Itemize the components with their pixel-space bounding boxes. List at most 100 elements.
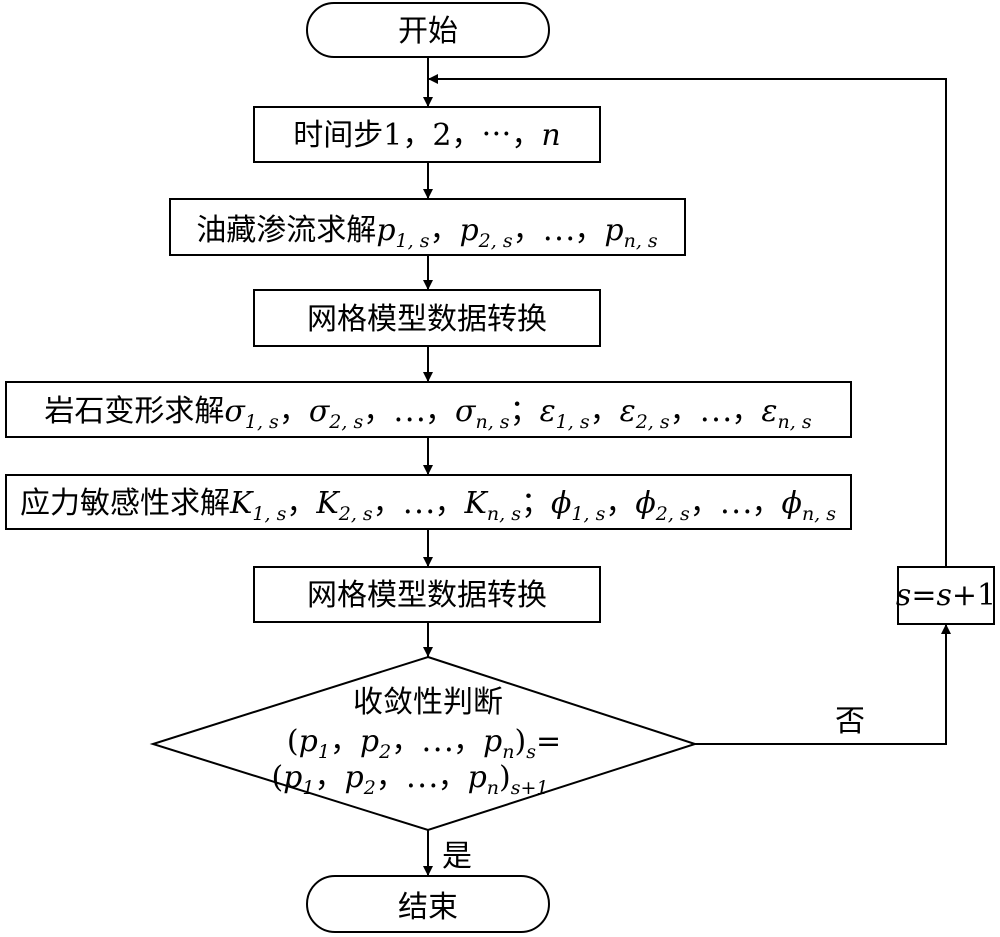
increment-box xyxy=(897,566,995,625)
rock-label: 岩石变形求解σ1, s​，σ2, s​，⋯，σn, s​；ε1, s​，ε2, … xyxy=(44,394,811,433)
convert2-label: 网格模型数据转换 xyxy=(307,578,547,613)
separator: ； xyxy=(510,394,540,429)
end-label: 结束 xyxy=(398,890,458,925)
formula-prefix: 油藏渗流求解 xyxy=(196,213,376,248)
formula-subscript: 2, s xyxy=(478,230,513,252)
separator: ， xyxy=(670,394,700,429)
formula-subscript: n, s xyxy=(487,503,521,525)
ellipsis: ⋯ xyxy=(393,394,425,429)
separator: ， xyxy=(453,724,483,759)
no-label: 否 xyxy=(835,704,865,739)
ellipsis: ⋯ xyxy=(406,760,438,795)
iteration-subscript: s+1 xyxy=(511,777,549,799)
formula-symbol: p xyxy=(376,213,395,248)
formula-subscript: 2, s xyxy=(635,411,670,433)
formula-symbol: p xyxy=(344,760,363,795)
formula-symbol: ϕ xyxy=(781,486,801,521)
timestep-label: 时间步1，2，⋯，n xyxy=(293,118,561,153)
reservoir-box xyxy=(169,198,686,256)
formula-symbol: ϕ xyxy=(635,486,655,521)
formula-symbol: ϕ xyxy=(551,486,571,521)
open-paren: ( xyxy=(287,724,299,759)
decision-line2: (p1​，p2​，⋯，pn​)s+1​ xyxy=(271,760,548,799)
ellipsis: ⋯ xyxy=(543,213,575,248)
formula-subscript: n xyxy=(487,777,499,799)
iteration-subscript: s xyxy=(526,741,536,763)
formula-subscript: n, s xyxy=(802,503,836,525)
timestep-box xyxy=(253,106,601,163)
open-paren: ( xyxy=(271,760,283,795)
formula-subscript: n, s xyxy=(624,230,658,252)
formula-symbol: p xyxy=(360,724,379,759)
separator: ， xyxy=(373,486,403,521)
ellipsis: ⋯ xyxy=(700,394,732,429)
edge-increment-loop xyxy=(428,74,947,567)
yes-label: 是 xyxy=(442,839,472,874)
decision-title: 收敛性判断 xyxy=(353,685,503,720)
formula-subscript: 2 xyxy=(378,741,391,763)
formula-subscript: n, s xyxy=(475,411,509,433)
start-terminal xyxy=(306,2,550,58)
separator: ， xyxy=(438,760,468,795)
formula-symbol: p xyxy=(468,760,487,795)
separator: ， xyxy=(376,760,406,795)
equals-sign: = xyxy=(536,724,561,759)
formula-symbol: K xyxy=(315,486,340,521)
stress-label: 应力敏感性求解K1, s​，K2, s​，⋯，Kn, s​；ϕ1, s​，ϕ2,… xyxy=(20,486,836,525)
formula-symbol: p xyxy=(604,213,623,248)
separator: ， xyxy=(429,213,459,248)
edge-decision-increment xyxy=(695,624,951,745)
increment-label: s=s+1 xyxy=(896,578,996,613)
formula-symbol: σ xyxy=(224,394,246,429)
ellipsis: ⋯ xyxy=(421,724,453,759)
separator: ， xyxy=(330,724,360,759)
separator: ， xyxy=(690,486,720,521)
ellipsis: ⋯ xyxy=(720,486,752,521)
rock-box xyxy=(5,381,852,438)
formula-subscript: 1, s xyxy=(556,411,590,433)
convert1-box xyxy=(253,289,601,347)
formula-subscript: 2, s xyxy=(338,503,373,525)
formula-symbol: p xyxy=(459,213,478,248)
stress-box xyxy=(5,474,852,530)
convert1-label: 网格模型数据转换 xyxy=(307,302,547,337)
formula-symbol: ε xyxy=(761,394,777,429)
formula-subscript: 1, s xyxy=(245,411,279,433)
separator: ， xyxy=(391,724,421,759)
formula-prefix: 应力敏感性求解 xyxy=(20,486,230,521)
close-paren: ) xyxy=(499,760,511,795)
formula-subscript: n xyxy=(502,741,514,763)
formula-symbol: ε xyxy=(620,394,636,429)
separator: ， xyxy=(605,486,635,521)
separator: ， xyxy=(590,394,620,429)
separator: ， xyxy=(434,486,464,521)
separator: ， xyxy=(286,486,316,521)
separator: ， xyxy=(731,394,761,429)
formula-subscript: 2 xyxy=(363,777,376,799)
formula-subscript: 1 xyxy=(318,741,330,763)
reservoir-label: 油藏渗流求解p1, s​，p2, s​，⋯，pn, s​ xyxy=(196,213,658,252)
separator: ， xyxy=(425,394,455,429)
formula-subscript: 1, s xyxy=(252,503,286,525)
formula-symbol: p xyxy=(483,724,502,759)
start-label: 开始 xyxy=(398,14,458,49)
formula-subscript: 1, s xyxy=(396,230,430,252)
decision-line1: (p1​，p2​，⋯，pn​)s​= xyxy=(287,724,561,763)
formula-subscript: 2, s xyxy=(655,503,690,525)
formula-subscript: 2, s xyxy=(328,411,363,433)
formula-symbol: K xyxy=(229,486,254,521)
formula-symbol: σ xyxy=(455,394,477,429)
separator: ， xyxy=(751,486,781,521)
separator: ， xyxy=(314,760,344,795)
formula-subscript: n, s xyxy=(778,411,812,433)
end-terminal xyxy=(306,875,550,933)
formula-symbol: ε xyxy=(540,394,556,429)
formula-subscript: 1 xyxy=(302,777,314,799)
formula-symbol: σ xyxy=(309,394,331,429)
formula-subscript: 1, s xyxy=(571,503,605,525)
convert2-box xyxy=(253,566,601,623)
formula-symbol: K xyxy=(463,486,488,521)
formula-symbol: p xyxy=(283,760,302,795)
separator: ， xyxy=(279,394,309,429)
